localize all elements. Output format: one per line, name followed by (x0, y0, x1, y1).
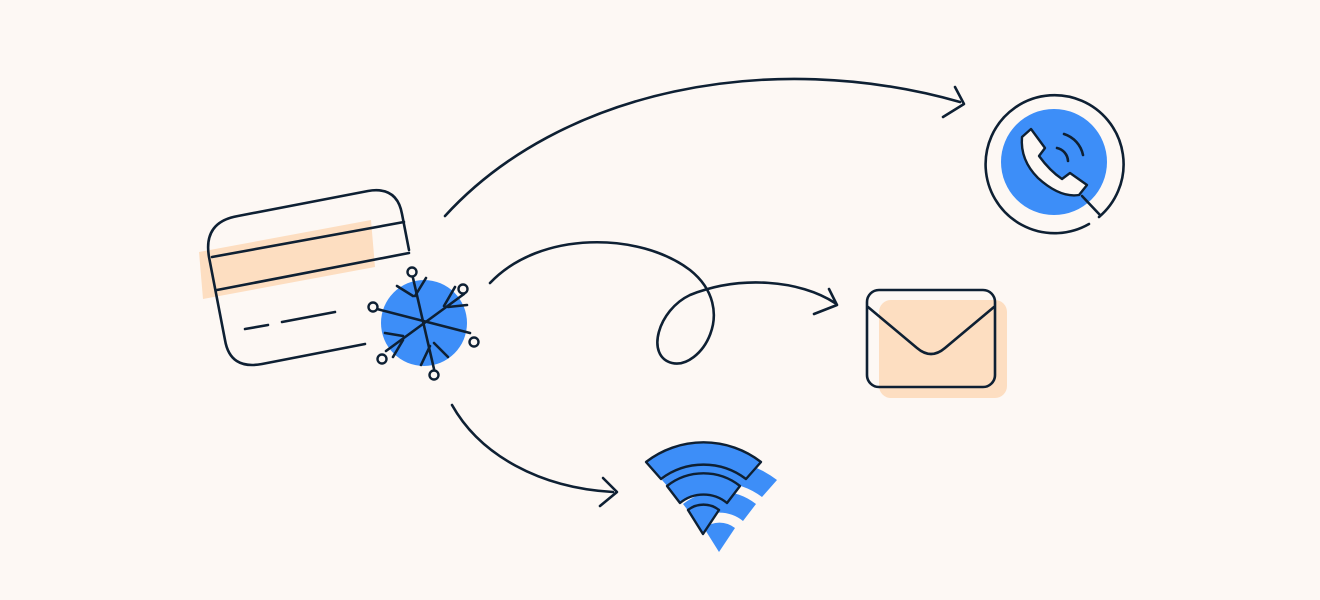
arrowhead (812, 287, 839, 316)
connector-line (443, 77, 962, 218)
card-stripe-highlight (199, 220, 375, 299)
envelope-flap (866, 305, 996, 356)
connector-line (450, 403, 615, 494)
wifi-wave-middle (665, 472, 742, 505)
wifi-wave-dot (686, 503, 721, 536)
arrowhead (598, 476, 619, 508)
wifi-icon (644, 441, 777, 552)
wifi-wave-outer (644, 441, 763, 481)
snowflake-nodes (367, 266, 480, 381)
connector-snowflake-to-wifi (450, 403, 619, 508)
card-outline (206, 188, 411, 367)
card-stripe-top (210, 220, 406, 259)
card-stripe-bottom (215, 251, 411, 292)
connector-loop-line (488, 241, 837, 365)
snowflake-spokes (375, 276, 472, 371)
phone-ring-gap-line (1080, 194, 1102, 217)
envelope-body (865, 288, 997, 389)
phone-signal-wave-inner (1055, 146, 1070, 163)
wifi-waves (644, 441, 763, 536)
phone-signal-wave-outer (1062, 132, 1085, 157)
connector-card-to-phone (443, 77, 966, 218)
credit-card-icon (199, 188, 411, 367)
arrowhead (941, 85, 966, 119)
envelope-icon (865, 288, 1007, 398)
connector-snowflake-to-envelope (488, 241, 839, 365)
card-number-dash-short (243, 323, 270, 331)
card-number-dash-long (280, 310, 337, 324)
phone-blue-disc (1001, 109, 1107, 215)
snowflake-icon (367, 266, 480, 381)
phone-icon (984, 93, 1125, 235)
phone-handset (1020, 127, 1089, 197)
phone-outer-ring (984, 93, 1125, 235)
